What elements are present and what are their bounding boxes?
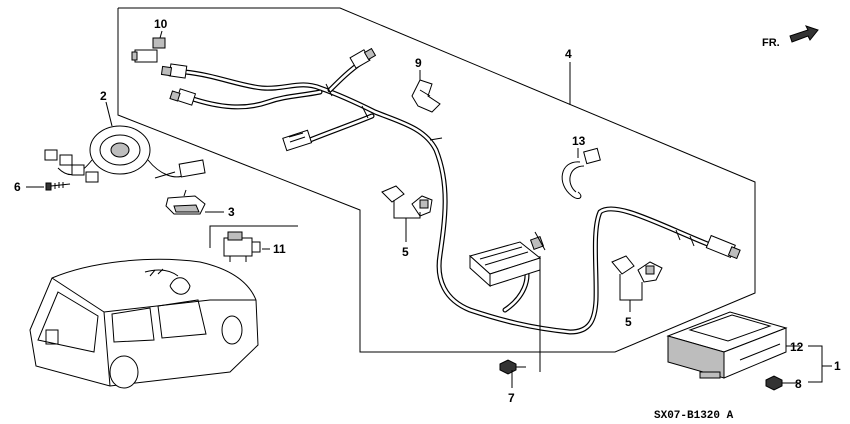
callout-4: 4	[565, 47, 572, 61]
callout-6: 6	[14, 180, 21, 194]
callout-12: 12	[790, 340, 804, 354]
clips-5-right	[611, 255, 663, 283]
drawing-code: SX07-B1320 A	[654, 410, 734, 422]
vehicle-location-illustration	[29, 258, 259, 389]
leader-lines	[26, 30, 832, 388]
callout-5-right: 5	[625, 315, 632, 329]
callout-5-left: 5	[402, 245, 409, 259]
bracket-3	[165, 189, 206, 215]
wire-harness	[182, 59, 713, 335]
clip-9	[411, 79, 441, 113]
part-11-inset-outline	[209, 225, 298, 248]
callout-3: 3	[228, 205, 235, 219]
bolt-8	[765, 375, 792, 391]
callout-2: 2	[100, 89, 107, 103]
harness-junction-connector	[468, 231, 546, 288]
callout-10: 10	[154, 17, 168, 31]
bolt-7	[499, 359, 526, 375]
front-direction-label: FR.	[762, 37, 780, 49]
clips-5-left	[381, 185, 433, 217]
harness-group-outline	[117, 7, 756, 353]
callout-1: 1	[834, 359, 841, 373]
srs-unit-12	[666, 311, 788, 379]
clamp-13	[561, 147, 601, 199]
connector-11	[223, 231, 261, 262]
callout-13: 13	[572, 134, 586, 148]
harness-connectors	[160, 47, 741, 260]
front-direction-indicator: FR.	[762, 25, 819, 49]
callout-8: 8	[795, 377, 802, 391]
callout-9: 9	[415, 56, 422, 70]
cable-reel	[44, 125, 206, 183]
connector-10	[131, 37, 166, 63]
screw-6	[45, 182, 71, 191]
callout-11: 11	[273, 242, 286, 256]
callout-7: 7	[508, 391, 515, 405]
